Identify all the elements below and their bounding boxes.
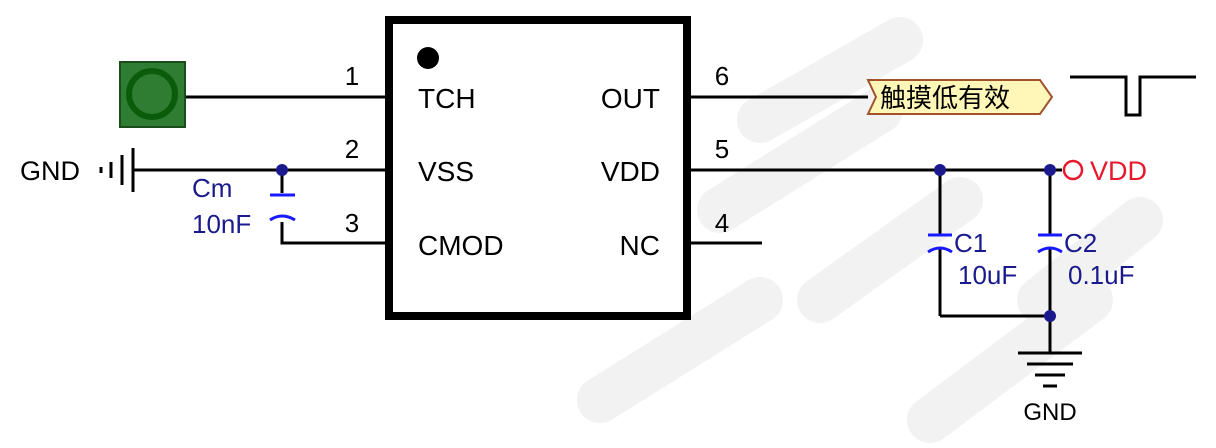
c1-ref: C1 <box>954 228 987 258</box>
pin-number-5: 5 <box>715 134 729 164</box>
pin-number-6: 6 <box>715 61 729 91</box>
capacitor-c2 <box>1037 233 1063 254</box>
junction-dot <box>276 164 288 176</box>
out-net-label: 触摸低有效 <box>880 84 1010 114</box>
output-waveform <box>1070 75 1196 117</box>
pin-name-nc: NC <box>620 230 660 261</box>
pin-number-4: 4 <box>715 208 729 238</box>
pin-name-vdd: VDD <box>601 156 660 187</box>
ic-body <box>385 16 691 320</box>
junction-dot <box>934 164 946 176</box>
vdd-port-label: VDD <box>1090 156 1147 186</box>
capacitor-c1 <box>927 233 953 254</box>
junction-dot <box>1044 164 1056 176</box>
c2-value: 0.1uF <box>1068 260 1135 290</box>
ground-symbol-bottom <box>1018 351 1082 388</box>
c2-ref: C2 <box>1064 228 1097 258</box>
pin-name-cmod: CMOD <box>418 230 504 261</box>
pin1-marker <box>417 47 439 69</box>
pin-name-out: OUT <box>601 83 660 114</box>
wire-pin3 <box>280 222 389 245</box>
pin-name-tch: TCH <box>418 83 476 114</box>
net-label-flag <box>866 79 1054 115</box>
wires <box>134 95 1062 352</box>
c1-value: 10uF <box>958 260 1017 290</box>
pin-number-2: 2 <box>345 134 359 164</box>
ground-symbol-left <box>99 148 135 192</box>
watermark <box>577 17 1163 443</box>
gnd-label-bottom: GND <box>1023 399 1076 426</box>
cm-value: 10nF <box>192 209 251 239</box>
junctions <box>276 164 1056 322</box>
pin-number-1: 1 <box>345 61 359 91</box>
capacitor-cm <box>269 193 296 222</box>
junction-dot <box>1044 310 1056 322</box>
vdd-port-icon <box>1062 159 1084 181</box>
pin-name-vss: VSS <box>418 156 474 187</box>
pin-number-3: 3 <box>345 208 359 238</box>
touch-pad[interactable] <box>119 61 186 128</box>
cm-ref: Cm <box>192 173 232 203</box>
gnd-label-left: GND <box>20 156 80 186</box>
